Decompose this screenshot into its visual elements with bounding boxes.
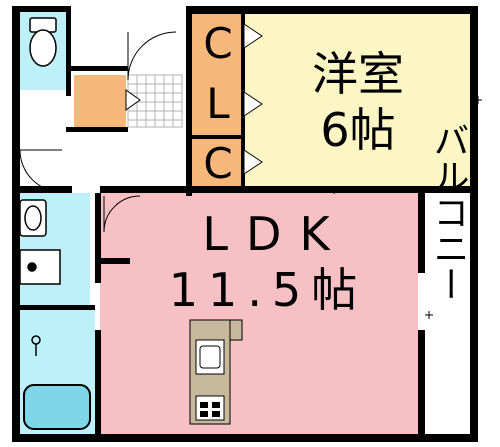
bathtub-icon — [23, 384, 91, 430]
kitchen-counter — [189, 319, 243, 425]
western-room-size: 6帖 — [320, 103, 395, 157]
toilet-icon — [29, 17, 57, 67]
closet-doors — [125, 23, 263, 175]
closet-cl-label-l: L — [206, 79, 230, 128]
walls — [12, 6, 478, 442]
ldk-room — [100, 193, 418, 435]
doors — [19, 31, 177, 233]
washbasin-icon — [19, 199, 47, 237]
ldk-size: 11.5帖 — [169, 263, 367, 317]
stove-icon — [200, 402, 220, 417]
storage-small — [74, 75, 126, 127]
closet-c-label: C — [203, 139, 232, 188]
western-room — [244, 14, 472, 188]
sink-icon — [199, 345, 221, 369]
ldk-name: LDK — [202, 207, 347, 261]
closet-cl-label-c: C — [203, 19, 232, 68]
washing-machine-icon — [19, 249, 61, 285]
closet-cl — [192, 14, 244, 138]
balcony-label: バルコニー — [428, 122, 469, 302]
western-room-name: 洋室 — [312, 47, 404, 101]
closet-c — [192, 138, 244, 188]
shower-icon — [31, 335, 41, 356]
outlet-marks — [330, 96, 482, 319]
balcony-area — [425, 193, 472, 435]
